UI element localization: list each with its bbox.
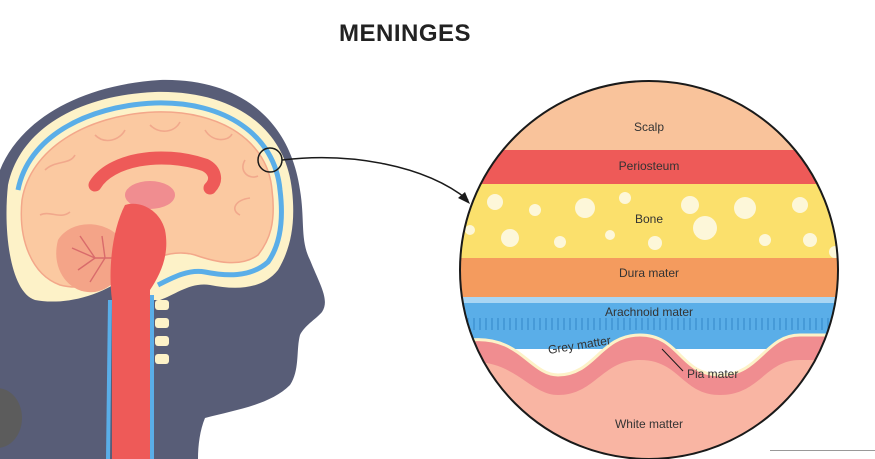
bone-pores (465, 192, 838, 258)
arbor-vitae (71, 235, 120, 283)
pia-pointer-line (661, 348, 684, 372)
thalamus (125, 181, 175, 209)
page-title: MENINGES (338, 20, 471, 47)
bottom-divider (770, 450, 875, 451)
scalp-layer (460, 81, 838, 155)
pia-mater-label: Pia mater (687, 367, 738, 381)
spinal-csf-left (106, 299, 112, 459)
corpus-callosum (88, 151, 222, 195)
bone-label: Bone (635, 212, 663, 226)
arachnoid-mater-label: Arachnoid mater (605, 305, 693, 319)
white-matter-label: White matter (615, 417, 683, 431)
periosteum-label: Periosteum (619, 159, 680, 173)
dura-mater-layer (460, 258, 838, 298)
cerebellum (56, 224, 126, 293)
bone-layer (460, 184, 838, 260)
csf-outline (15, 100, 284, 288)
arachnoid-edge (460, 297, 838, 303)
scalp-label: Scalp (634, 120, 664, 134)
arrowhead (458, 192, 470, 204)
dura-mater-label: Dura mater (619, 266, 679, 280)
scroll-left-button[interactable] (0, 388, 22, 448)
periosteum-layer (460, 150, 838, 186)
head-illustration (0, 79, 470, 459)
brainstem (110, 203, 167, 459)
pointer-arrow (281, 156, 469, 201)
zoom-circle-border (459, 80, 839, 459)
vertebrae (155, 300, 169, 364)
